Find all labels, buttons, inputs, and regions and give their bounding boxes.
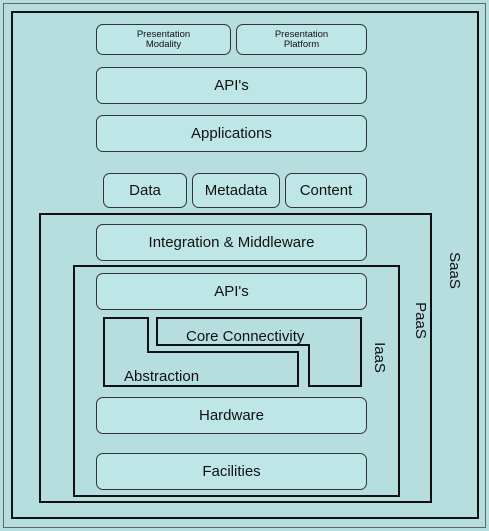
core-connectivity-label: Core Connectivity xyxy=(186,328,305,345)
data-label: Data xyxy=(129,181,161,199)
saas-region xyxy=(39,213,432,503)
applications-box: Applications xyxy=(96,115,367,152)
abstraction-shape xyxy=(103,317,299,387)
paas-region xyxy=(73,265,400,497)
data-box: Data xyxy=(103,173,187,208)
facilities-label: Facilities xyxy=(202,462,261,480)
facilities-box: Facilities xyxy=(96,453,367,490)
presentation-modality-box: Presentation Modality xyxy=(96,24,231,55)
metadata-label: Metadata xyxy=(204,181,268,199)
content-box: Content xyxy=(285,173,367,208)
presentation-modality-label: Presentation Modality xyxy=(136,28,191,50)
apis-top-box: API's xyxy=(96,67,367,104)
core-connectivity-shape xyxy=(156,317,362,387)
apis-top-label: API's xyxy=(214,76,249,94)
hardware-label: Hardware xyxy=(198,406,265,424)
diagram-inner-frame xyxy=(11,11,479,519)
integration-middleware-box: Integration & Middleware xyxy=(96,224,367,261)
content-label: Content xyxy=(299,181,353,199)
apis-paas-box: API's xyxy=(96,273,367,310)
iaas-label: IaaS xyxy=(370,342,388,373)
metadata-box: Metadata xyxy=(192,173,280,208)
presentation-platform-box: Presentation Platform xyxy=(236,24,367,55)
apis-paas-label: API's xyxy=(214,282,249,300)
applications-label: Applications xyxy=(191,124,272,142)
presentation-platform-label: Presentation Platform xyxy=(274,28,329,50)
integration-middleware-label: Integration & Middleware xyxy=(148,233,315,251)
hardware-box: Hardware xyxy=(96,397,367,434)
abstraction-label: Abstraction xyxy=(124,368,200,385)
